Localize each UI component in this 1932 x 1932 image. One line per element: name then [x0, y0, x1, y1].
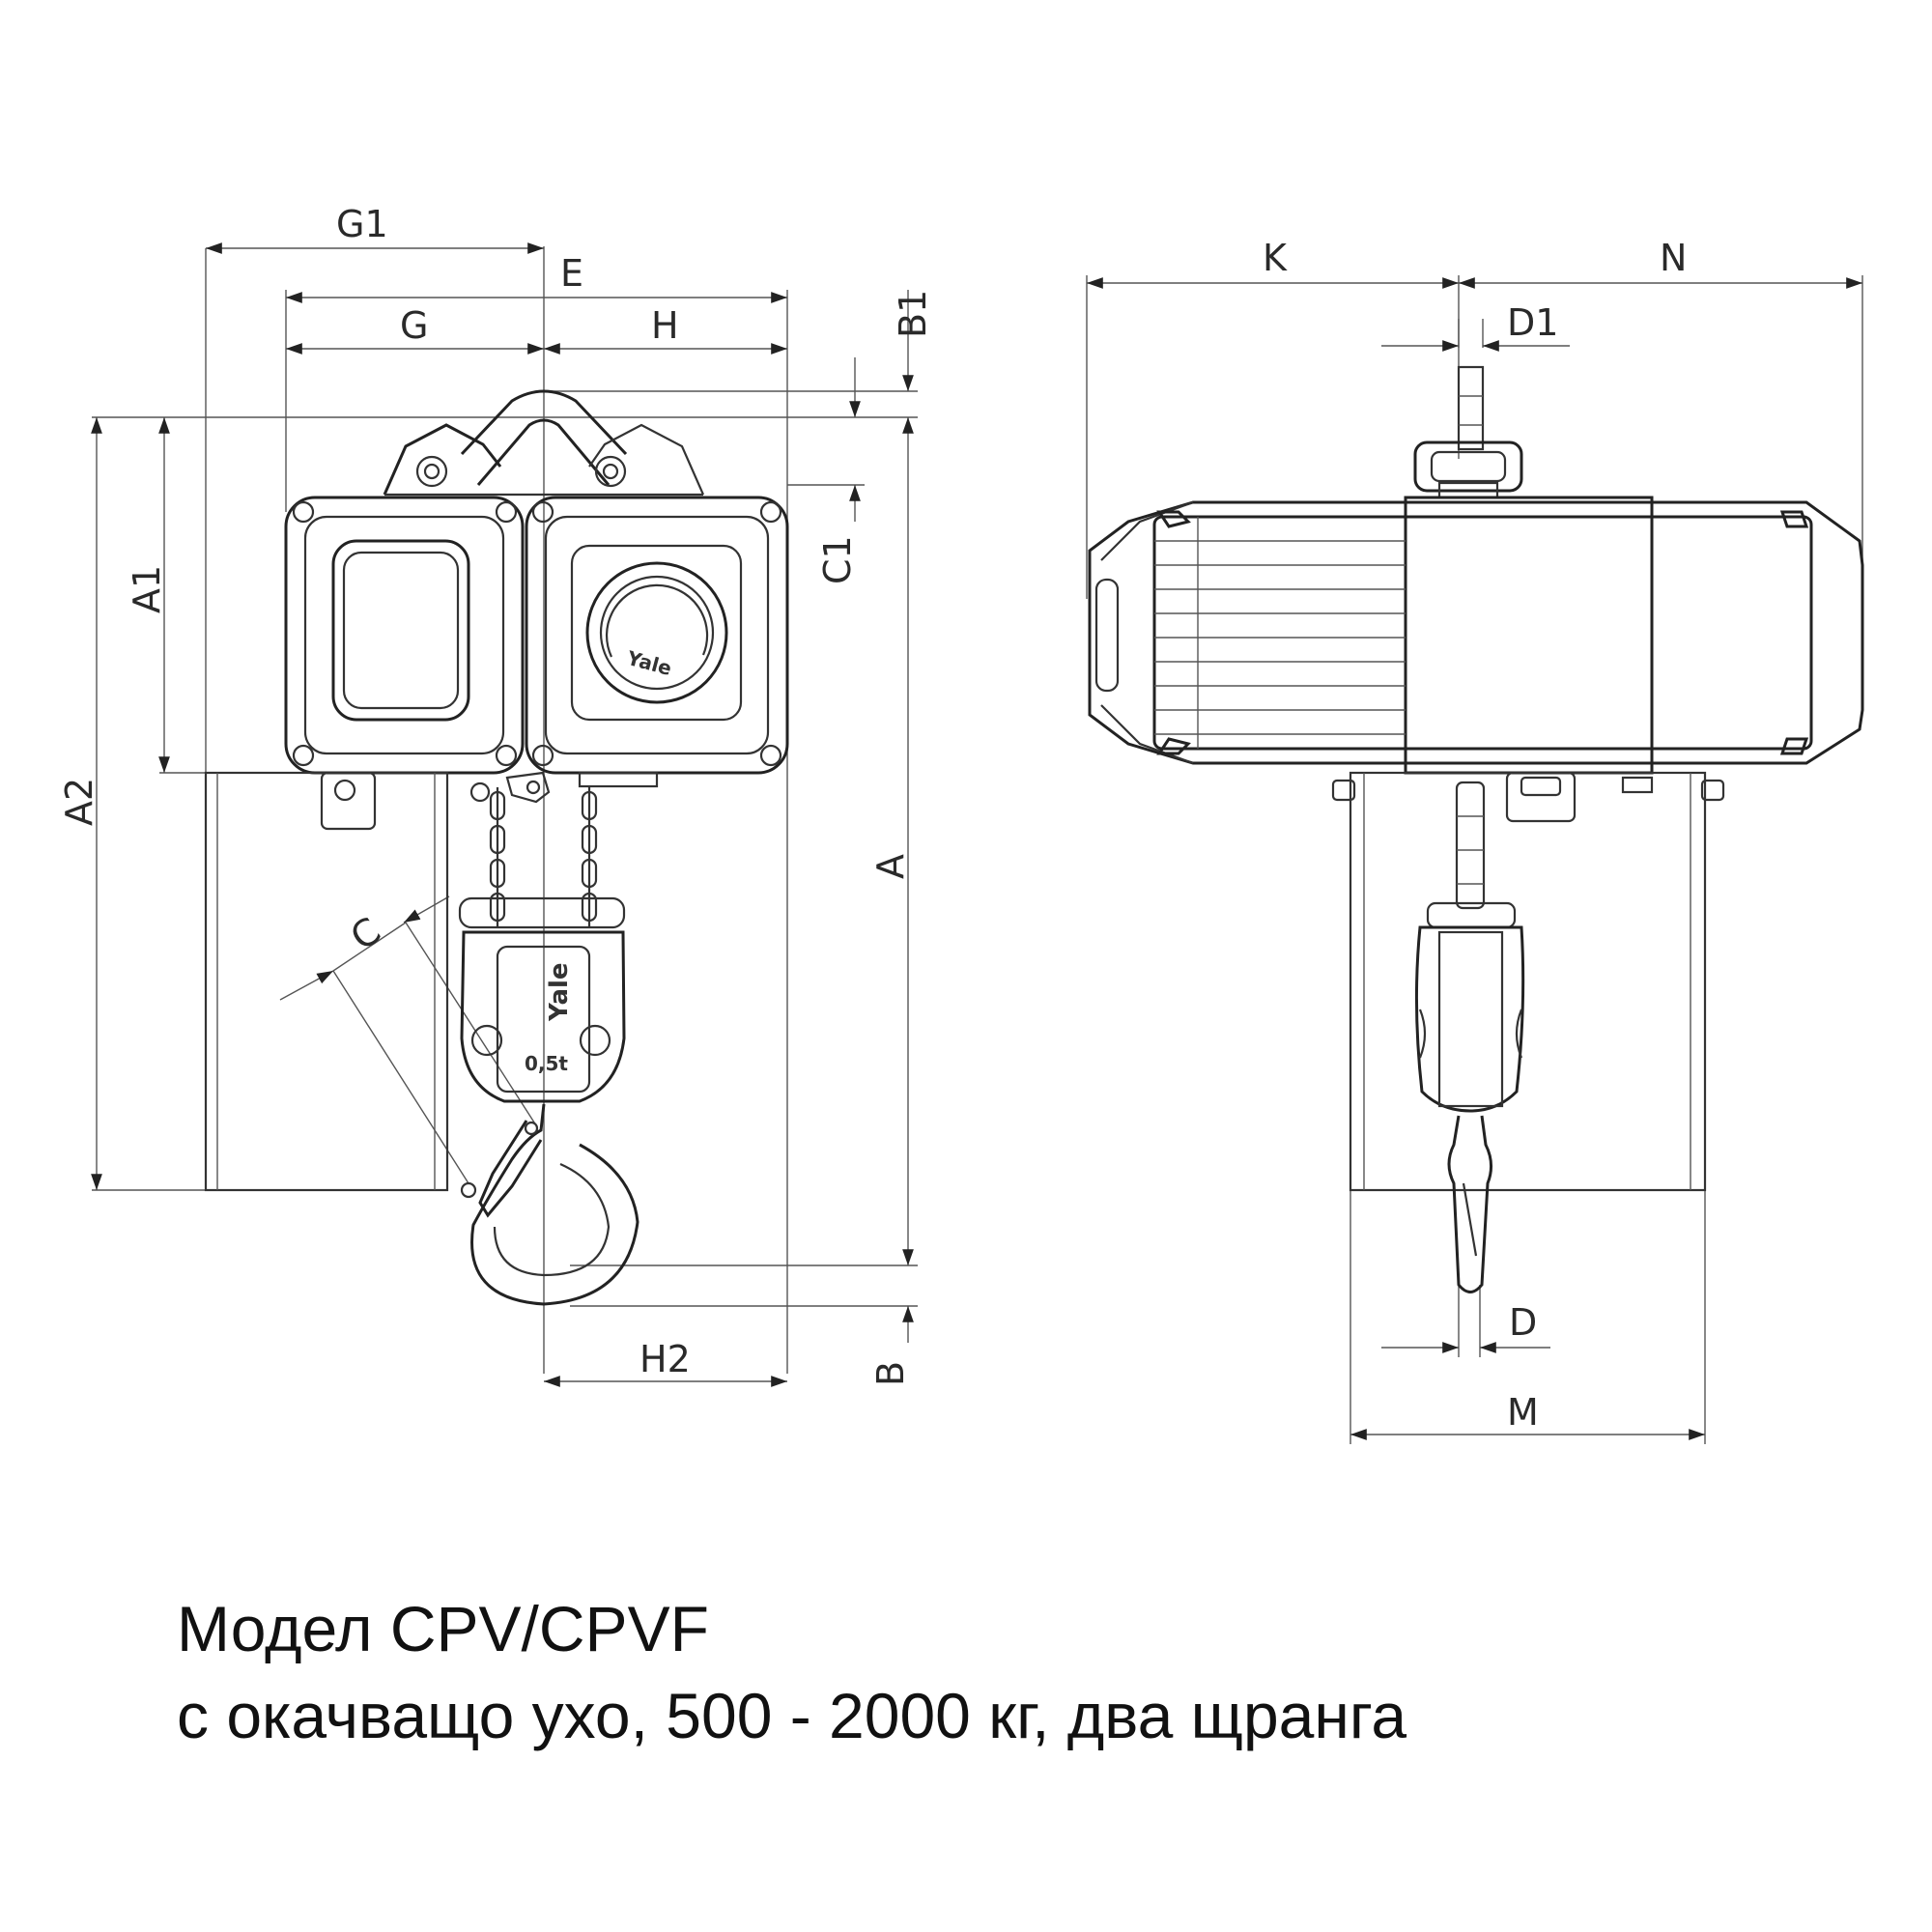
- load-hook-front: [460, 1103, 639, 1306]
- dim-H: H: [651, 304, 679, 347]
- side-suspension: [1413, 365, 1523, 499]
- extension-lines-side: [1086, 275, 1863, 1444]
- dim-A2: A2: [58, 778, 100, 826]
- dim-E: E: [560, 252, 583, 295]
- underside-hardware: [320, 771, 659, 831]
- chain-container: [204, 771, 449, 1192]
- dim-C1: C1: [816, 535, 859, 584]
- dim-B1: B1: [892, 290, 934, 338]
- suspension-eye: [383, 389, 705, 497]
- side-body: [1088, 496, 1864, 775]
- capacity-plate-label: 0,5t: [525, 1052, 568, 1075]
- dim-M: M: [1507, 1391, 1539, 1434]
- caption-title: Модел CPV/CPVF: [177, 1593, 709, 1664]
- dim-N: N: [1660, 237, 1687, 279]
- dim-K: K: [1263, 237, 1288, 279]
- dimension-lines-side: [1087, 277, 1862, 1440]
- front-right-housing: Yale: [525, 496, 789, 775]
- caption-subtitle: с окачващо ухо, 500 - 2000 кг, два щранг…: [177, 1680, 1407, 1751]
- side-view: K N D1 D M: [1086, 237, 1864, 1444]
- dim-B: B: [869, 1361, 912, 1386]
- side-dimension-labels: K N D1 D M: [1263, 237, 1687, 1434]
- dim-G: G: [400, 304, 428, 347]
- cooling-fins: [1154, 517, 1406, 749]
- side-hook: [1447, 1115, 1492, 1293]
- dim-D: D: [1509, 1301, 1537, 1344]
- front-left-housing: [284, 496, 525, 775]
- dim-H2: H2: [639, 1338, 691, 1380]
- front-view: Yale: [58, 203, 934, 1387]
- front-yale-logo: Yale: [624, 646, 674, 680]
- dim-D1: D1: [1507, 301, 1558, 344]
- side-chain: [1455, 781, 1486, 910]
- hook-block-front: Yale 0,5t: [458, 896, 626, 1103]
- side-chain-container: [1331, 771, 1725, 1192]
- dim-A: A: [869, 854, 912, 879]
- hook-block-yale-logo: Yale: [545, 962, 574, 1022]
- front-dimension-labels: G1 E G H B1 C1 A1 A2 A C H2 B: [58, 203, 934, 1386]
- dim-G1: G1: [336, 203, 388, 245]
- side-hook-block: [1414, 901, 1525, 1113]
- dim-A1: A1: [126, 565, 168, 613]
- dimension-lines-front: [91, 242, 914, 1387]
- load-chains: [489, 787, 598, 927]
- dim-C: C: [343, 909, 388, 958]
